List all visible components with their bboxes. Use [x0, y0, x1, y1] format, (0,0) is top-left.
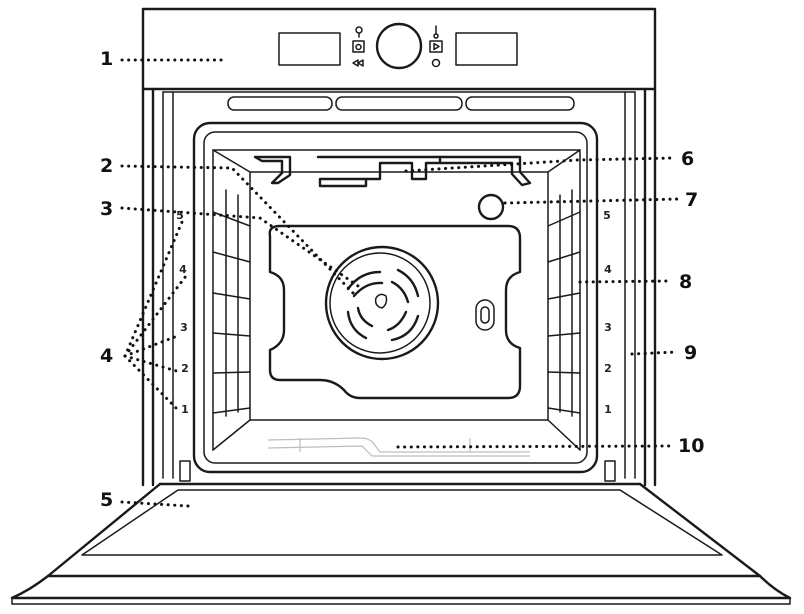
left-shelf-levels: 5 4 3 2 1 [176, 209, 189, 416]
leader-lines [122, 60, 678, 506]
shelf-level-right-1: 1 [604, 403, 612, 416]
vent-slots [228, 97, 574, 110]
callout-5: 5 [100, 489, 113, 511]
oven-cavity [194, 123, 597, 472]
oven-light [479, 195, 503, 219]
fan-blades [348, 270, 418, 340]
shelf-level-left-5: 5 [176, 209, 184, 222]
play-icon [430, 41, 442, 52]
leader-5 [122, 502, 188, 506]
shelf-level-right-2: 2 [604, 362, 612, 375]
callout-4: 4 [100, 345, 113, 367]
right-rack-rails [548, 190, 580, 416]
callout-7: 7 [685, 189, 698, 211]
leader-7 [505, 199, 678, 203]
light-bulb-icon [356, 27, 362, 37]
leader-10 [398, 446, 672, 447]
shelf-level-left-1: 1 [181, 403, 189, 416]
callout-labels: 1 2 3 4 5 6 7 8 9 10 [100, 48, 704, 511]
callout-2: 2 [100, 155, 113, 177]
control-panel [143, 9, 655, 89]
callout-9: 9 [684, 342, 697, 364]
callout-6: 6 [681, 148, 694, 170]
shelf-level-right-5: 5 [603, 209, 611, 222]
callout-10: 10 [678, 435, 704, 457]
clock-icon [433, 60, 440, 67]
leader-3 [122, 208, 358, 286]
oven-door [12, 461, 790, 604]
callout-8: 8 [679, 271, 692, 293]
shelf-level-left-4: 4 [179, 263, 187, 276]
rewind-icon [353, 60, 363, 66]
shelf-level-right-4: 4 [604, 263, 612, 276]
leader-6 [406, 158, 672, 171]
callout-3: 3 [100, 198, 113, 220]
callout-1: 1 [100, 48, 113, 70]
power-icon [353, 41, 364, 52]
thermometer-icon [434, 26, 438, 38]
shelf-level-right-3: 3 [604, 321, 612, 334]
right-shelf-levels: 5 4 3 2 1 [603, 209, 612, 416]
shelf-level-left-3: 3 [180, 321, 188, 334]
left-rack-rails [213, 190, 250, 416]
fan-cover [270, 226, 520, 398]
shelf-level-left-2: 2 [181, 362, 189, 375]
